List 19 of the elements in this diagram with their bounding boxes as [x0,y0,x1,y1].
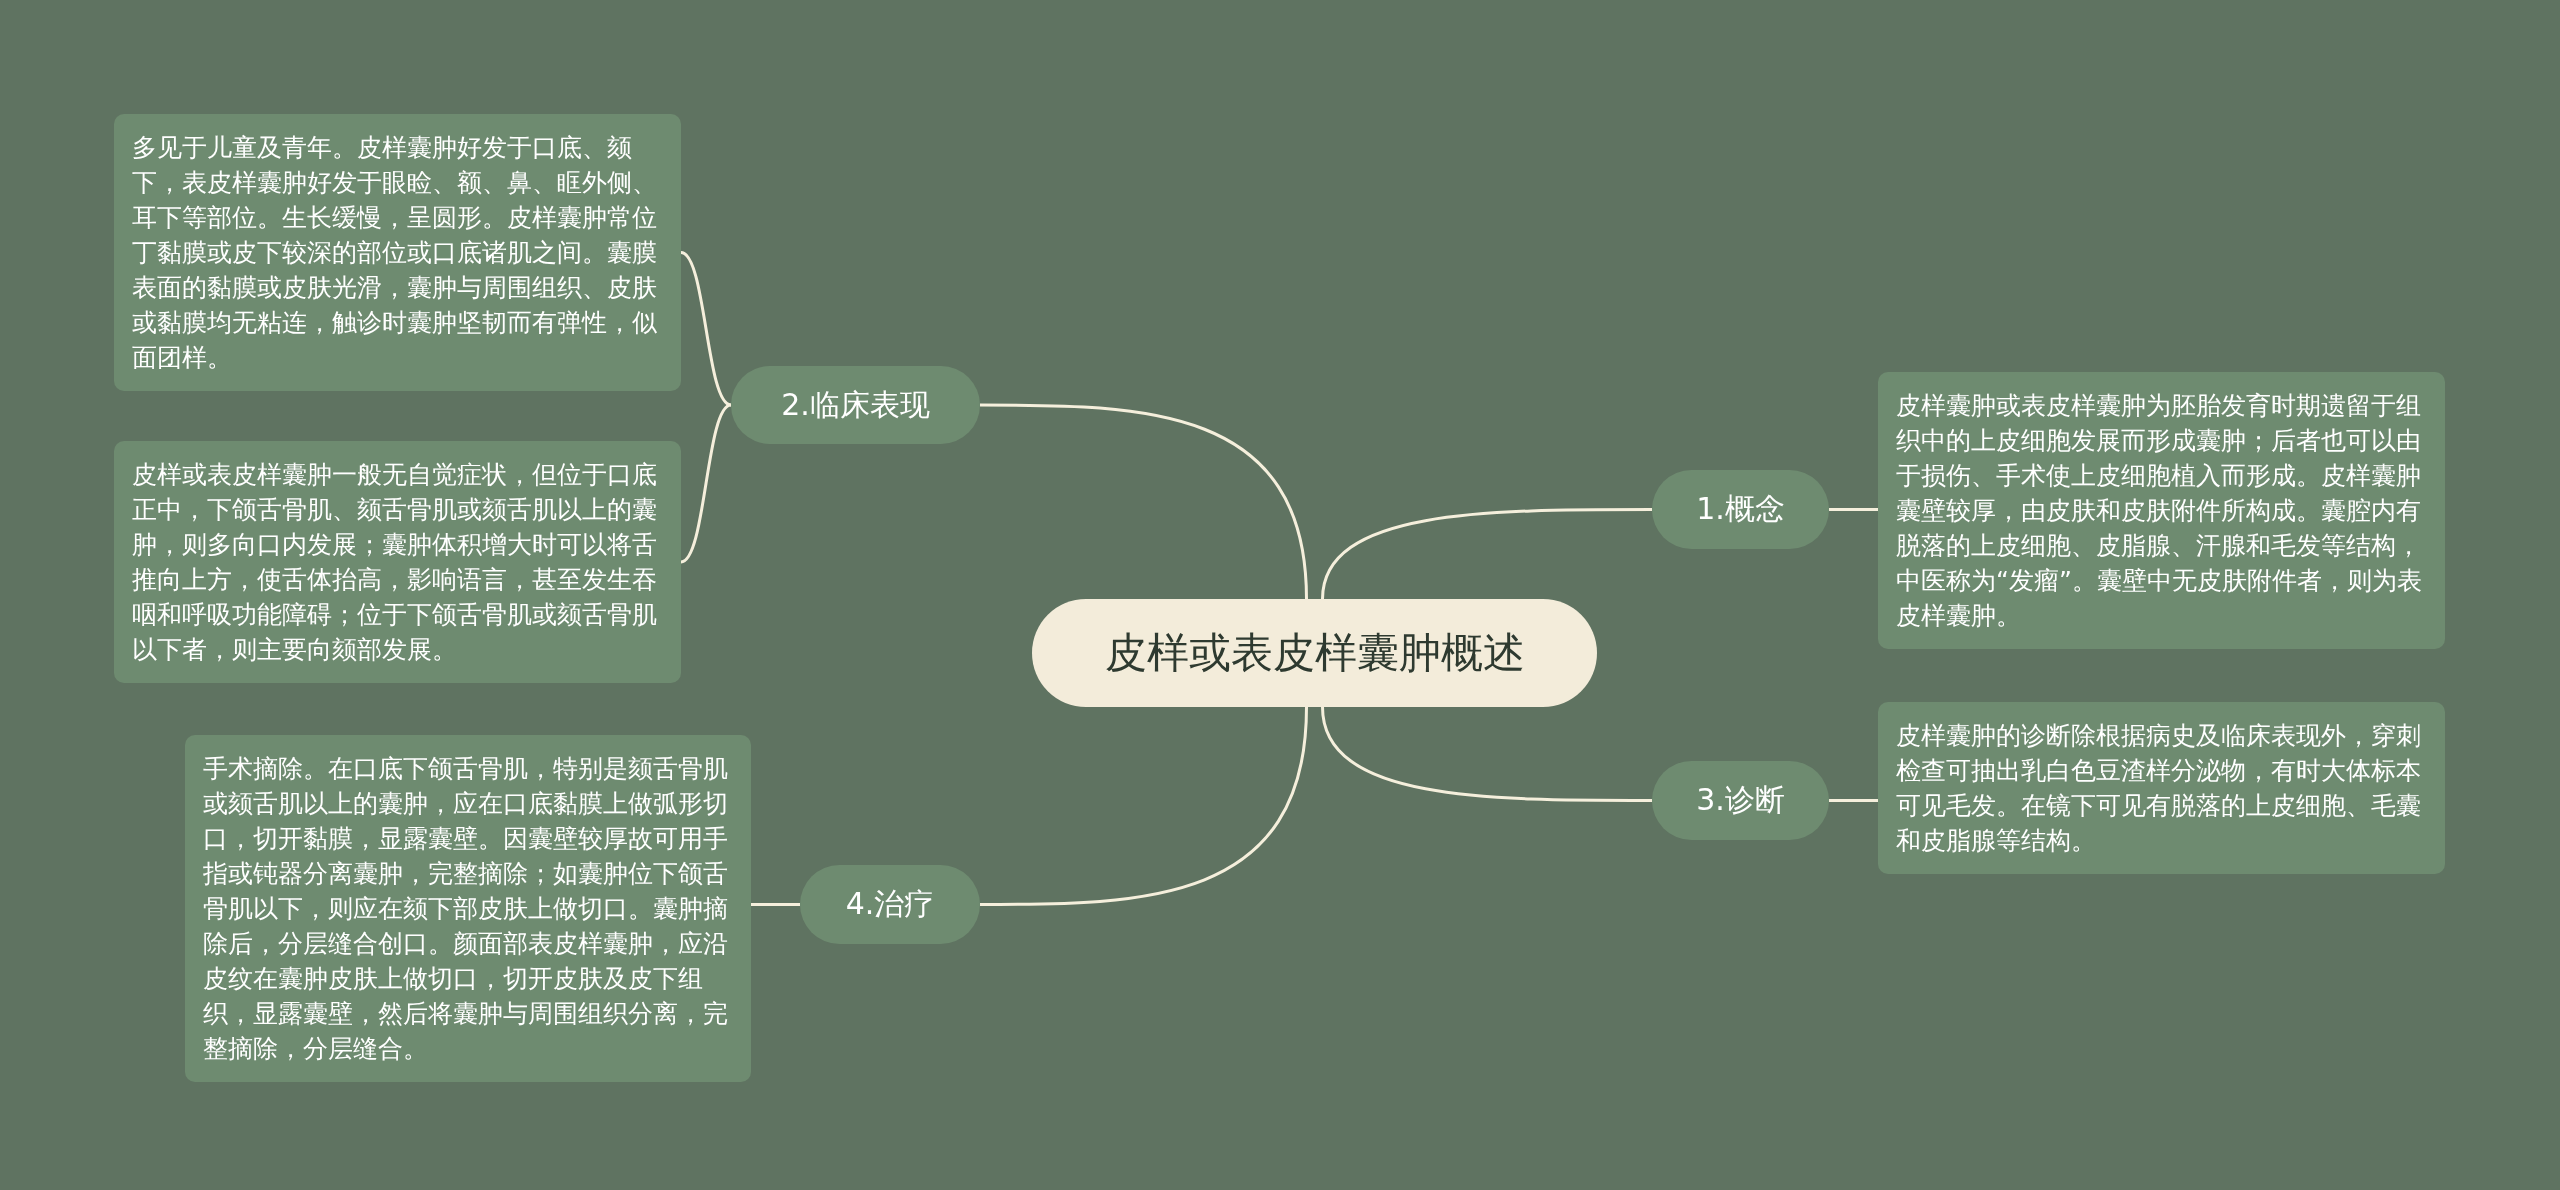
topic-node: 2.临床表现 [731,366,980,444]
connector-line [1829,508,1878,511]
text-card: 皮样囊肿或表皮样囊肿为胚胎发育时期遗留于组织中的上皮细胞发展而形成囊肿；后者也可以由于损伤、手术使上皮细胞植入而形成。皮样囊肿囊壁较厚，由皮肤和皮肤附件所构成。囊腔内有脱落的上皮细胞、皮脂腺、汗腺和毛发等结构，中医称为“发瘤”。囊壁中无皮肤附件者，则为表皮样囊肿。 [1878,372,2445,649]
connector-line [680,403,732,564]
text-card: 手术摘除。在口底下颌舌骨肌，特别是颏舌骨肌或颏舌肌以上的囊肿，应在口底黏膜上做弧形切口，切开黏膜，显露囊壁。因囊壁较厚故可用手指或钝器分离囊肿，完整摘除；如囊肿位下颌舌骨肌以下，则应在颏下部皮肤上做切口。囊肿摘除后，分层缝合创口。颜面部表皮样囊肿，应沿皮纹在囊肿皮肤上做切口，切开皮肤及皮下组织，显露囊壁，然后将囊肿与周围组织分离，完整摘除，分层缝合。 [185,735,751,1082]
connector-line [1321,508,1652,600]
connector-line [980,706,1308,906]
connector-line [751,903,800,906]
text-card: 皮样囊肿的诊断除根据病史及临床表现外，穿刺检查可抽出乳白色豆渣样分泌物，有时大体标本可见毛发。在镜下可见有脱落的上皮细胞、毛囊和皮脂腺等结构。 [1878,702,2445,874]
text-card: 多见于儿童及青年。皮样囊肿好发于口底、颏下，表皮样囊肿好发于眼睑、额、鼻、眶外侧、耳下等部位。生长缓慢，呈圆形。皮样囊肿常位丁黏膜或皮下较深的部位或口底诸肌之间。囊膜表面的黏膜或皮肤光滑，囊肿与周围组织、皮肤或黏膜均无粘连，触诊时囊肿坚韧而有弹性，似面团样。 [114,114,681,391]
text-card: 皮样或表皮样囊肿一般无自觉症状，但位于口底正中，下颌舌骨肌、颏舌骨肌或颏舌肌以上的囊肿，则多向口内发展；囊肿体积增大时可以将舌推向上方，使舌体抬高，影响语言，甚至发生吞咽和呼吸功能障碍；位于下颌舌骨肌或颏舌骨肌以下者，则主要向颏部发展。 [114,441,681,683]
connector-line [1321,706,1652,802]
connector-line [980,403,1308,600]
central-topic: 皮样或表皮样囊肿概述 [1032,599,1597,707]
connector-line [680,251,732,407]
topic-node: 4.治疗 [800,865,980,944]
topic-node: 1.概念 [1652,470,1829,549]
topic-node: 3.诊断 [1652,761,1829,840]
connector-line [1829,799,1878,802]
